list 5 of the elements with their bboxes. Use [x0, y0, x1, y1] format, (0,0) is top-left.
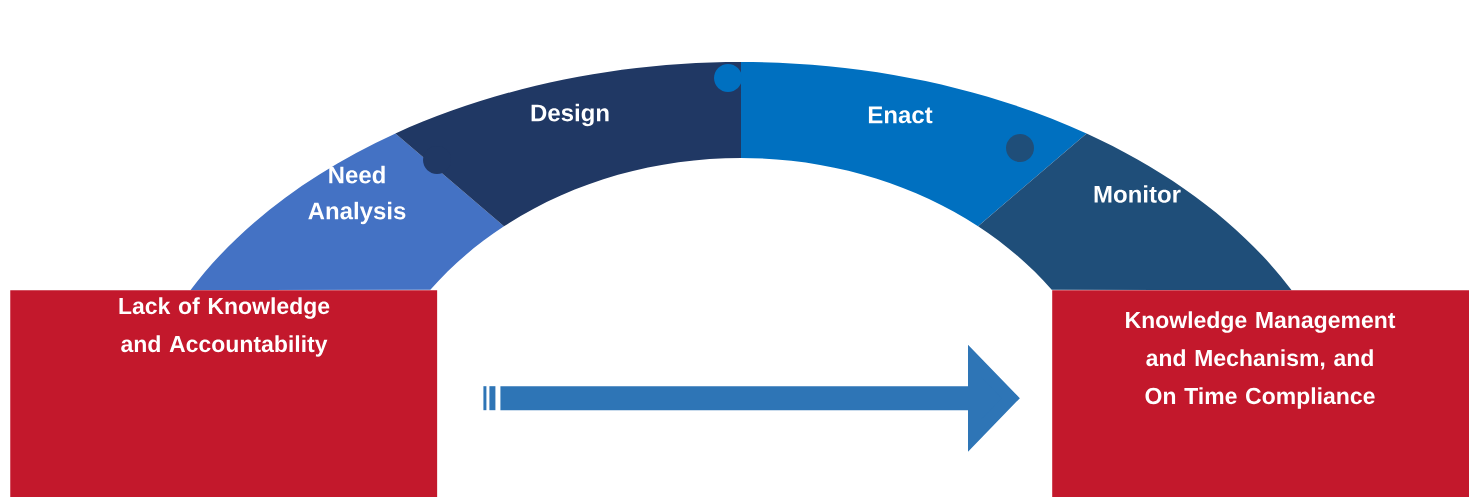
arch-segment: Need Analysis: [190, 133, 504, 291]
process-box: Knowledge Management and Mechanism, and On Time Compliance: [1052, 290, 1469, 497]
arch-segment: Monitor: [978, 133, 1292, 291]
arch-segment: Enact: [714, 62, 1087, 227]
process-box: Lack of Knowledge and Accountability: [10, 290, 438, 497]
